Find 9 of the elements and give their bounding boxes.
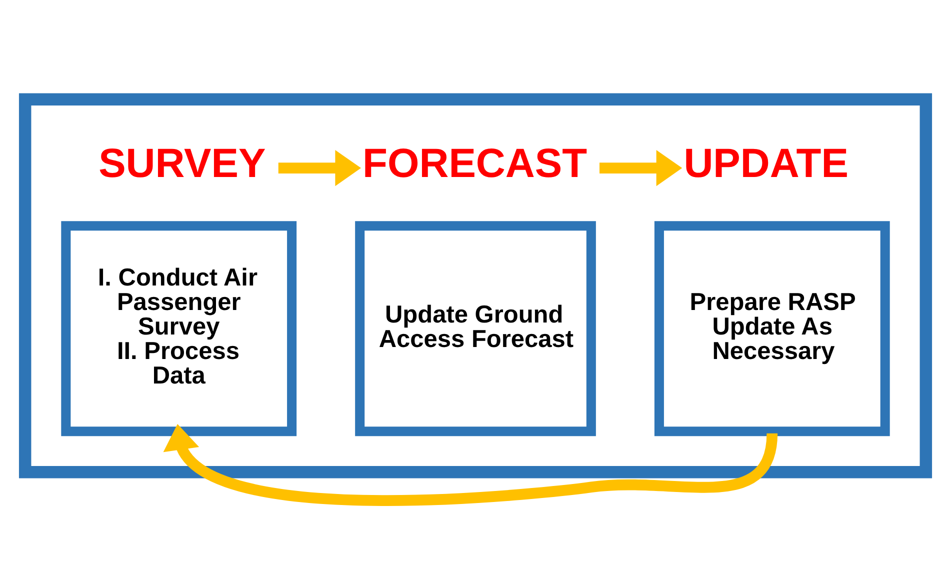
- cluster: [18, 92, 932, 478]
- arrow: [278, 149, 362, 186]
- node-box: Prepare RASP Update As Necessary: [654, 220, 890, 436]
- node-text: UPDATE: [684, 139, 848, 186]
- node-box: I. Conduct Air Passenger Survey II. Process Data: [61, 220, 297, 436]
- node-text: FORECAST: [362, 139, 588, 186]
- node-box: Update Ground Access Forecast: [355, 220, 596, 436]
- arrow: [600, 149, 682, 186]
- node-text: SURVEY: [98, 139, 266, 186]
